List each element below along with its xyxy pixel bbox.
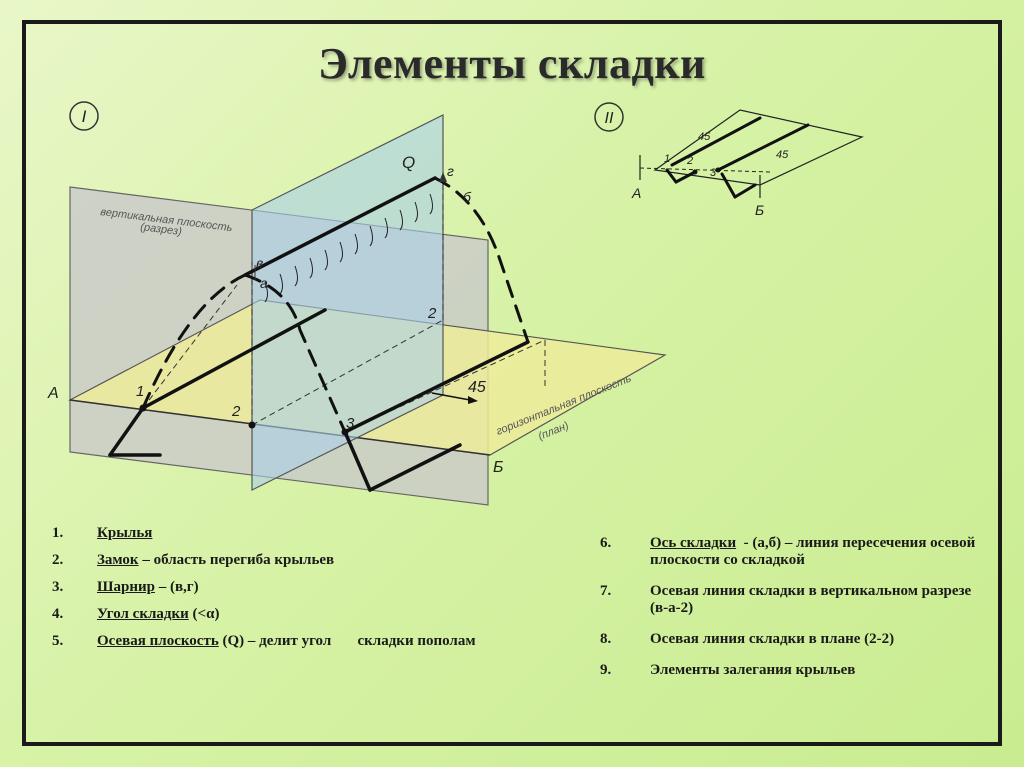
plan-angle-right: 45 xyxy=(776,149,789,161)
legend-item: 9. Элементы залегания крыльев xyxy=(600,662,985,679)
legend-text: Осевая линия складки в плане (2-2) xyxy=(650,631,895,647)
legend-item: 7. Осевая линия складки в вертикальном р… xyxy=(600,583,985,617)
legend-number: 9. xyxy=(600,662,612,678)
plan-label-A: А xyxy=(631,185,641,201)
legend-text: - (а,б) – линия пересечения осевой плоск… xyxy=(650,535,980,568)
legend-number: 6. xyxy=(600,535,612,551)
plan-point-2: 2 xyxy=(686,155,693,167)
legend-term: Замок xyxy=(97,552,139,568)
label-B: Б xyxy=(493,459,503,476)
point-1-label: 1 xyxy=(136,383,144,400)
legend-number: 1. xyxy=(52,525,64,541)
point-3-label: 3 xyxy=(346,415,355,432)
legend-item: 8. Осевая линия складки в плане (2-2) xyxy=(600,631,985,648)
slide-frame xyxy=(22,20,1002,746)
legend-text: (<α) xyxy=(188,606,220,622)
plane-Q-label: Q xyxy=(402,153,415,172)
legend-item: 6. Ось складки - (а,б) – линия пересечен… xyxy=(600,535,985,569)
point-v-label: в xyxy=(256,255,263,271)
legend-text: – область перегиба крыльев xyxy=(138,552,335,568)
plan-point-3: 3 xyxy=(710,167,717,179)
point-a-label: а xyxy=(260,275,268,291)
legend-term: Шарнир xyxy=(97,579,155,595)
legend-right: 6. Ось складки - (а,б) – линия пересечен… xyxy=(600,535,985,689)
legend-term: Осевая плоскость xyxy=(97,633,219,649)
plan-label-B: Б xyxy=(755,202,764,218)
legend-item: 4. Угол складки (<α) xyxy=(52,606,532,623)
legend-item: 1. Крылья xyxy=(52,525,532,542)
point-b-label: б xyxy=(463,189,472,205)
legend-number: 2. xyxy=(52,552,64,568)
dip-angle-label: 45 xyxy=(468,379,486,396)
plan-point-1: 1 xyxy=(664,153,670,165)
legend-number: 5. xyxy=(52,633,64,649)
legend-text: (Q) – делит угол складки пополам xyxy=(218,633,476,649)
roman-numeral-II: II xyxy=(605,110,614,127)
legend-left: 1. Крылья 2. Замок – область перегиба кр… xyxy=(52,525,532,660)
point-2-label: 2 xyxy=(231,403,241,420)
legend-term: Ось складки xyxy=(650,535,737,551)
plan-view-block xyxy=(653,109,864,186)
legend-item: 2. Замок – область перегиба крыльев xyxy=(52,552,532,569)
vertical-plane-label-2: (разрез) xyxy=(140,221,183,238)
legend-item: 5. Осевая плоскость (Q) – делит угол скл… xyxy=(52,633,532,650)
legend-item: 3. Шарнир – (в,г) xyxy=(52,579,532,596)
roman-numeral-circle xyxy=(69,101,99,131)
legend-term: Угол складки xyxy=(97,606,189,622)
point-g-label: г xyxy=(447,163,454,179)
roman-numeral-circle-2 xyxy=(594,102,624,132)
legend-text: – (в,г) xyxy=(154,579,199,595)
legend-number: 4. xyxy=(52,606,64,622)
legend-number: 7. xyxy=(600,583,612,599)
label-A: А xyxy=(47,385,59,402)
point-2b-label: 2 xyxy=(427,305,437,322)
roman-numeral-I: I xyxy=(82,107,87,126)
legend-text: Элементы залегания крыльев xyxy=(650,662,856,678)
legend-term: Крылья xyxy=(97,525,153,541)
legend-number: 3. xyxy=(52,579,64,595)
slide-title: Элементы складки xyxy=(318,39,706,88)
plan-angle-top: 45 xyxy=(698,131,711,143)
legend-text: Осевая линия складки в вертикальном разр… xyxy=(650,583,972,616)
legend-number: 8. xyxy=(600,631,612,647)
